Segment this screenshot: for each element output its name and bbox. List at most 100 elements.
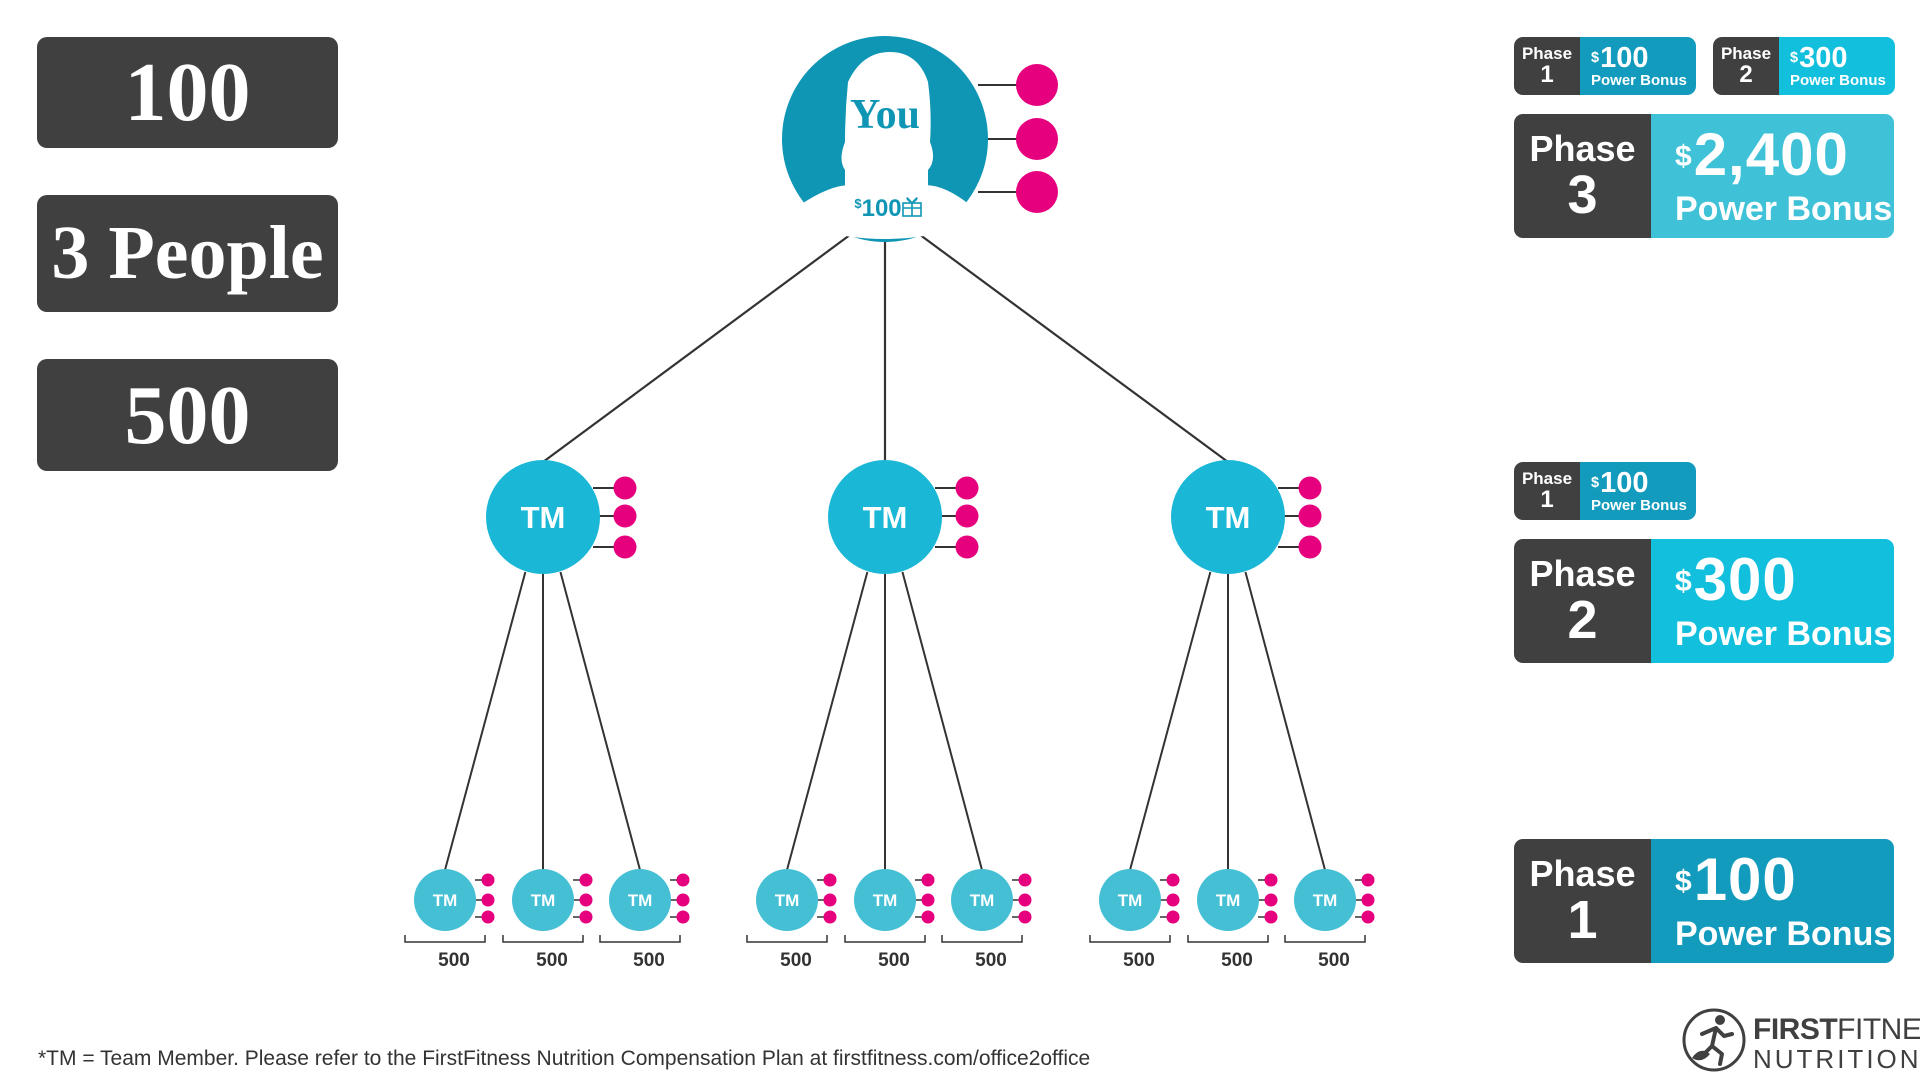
bonus-amount: $300 bbox=[1675, 549, 1894, 611]
currency-symbol: $ bbox=[1790, 50, 1799, 67]
bonus-label: Power Bonus bbox=[1675, 615, 1893, 653]
phase-3-card: Phase 3 $2,400 Power Bonus bbox=[1514, 114, 1894, 238]
phase-number: 3 bbox=[1567, 165, 1598, 225]
tree-connector-lines bbox=[444, 84, 1368, 918]
tree-connector-line bbox=[1129, 571, 1212, 871]
currency-symbol: $ bbox=[1675, 139, 1693, 173]
leaf-team-member-node bbox=[1294, 869, 1356, 931]
team-member-node bbox=[1171, 460, 1285, 574]
leaf-team-member-node bbox=[1197, 869, 1259, 931]
recruit-dot bbox=[1018, 873, 1032, 887]
leaf-volume-label: 500 bbox=[1221, 950, 1253, 971]
volume-bracket bbox=[746, 935, 828, 943]
recruit-dot bbox=[481, 910, 495, 924]
tree-connector-line bbox=[786, 571, 869, 871]
bonus-block: $100 Power Bonus bbox=[1651, 839, 1894, 963]
recruit-dot bbox=[955, 535, 979, 559]
logo-word-fitness: FITNESS bbox=[1837, 1013, 1920, 1046]
phase-word: Phase bbox=[1720, 44, 1772, 63]
amount-value: 100 bbox=[1600, 41, 1649, 74]
recruit-dot bbox=[676, 910, 690, 924]
leaf-team-member-node bbox=[1099, 869, 1161, 931]
runner-logo-icon bbox=[1682, 1008, 1746, 1072]
recruit-dot bbox=[955, 476, 979, 500]
recruit-dot bbox=[1018, 910, 1032, 924]
volume-bracket bbox=[502, 935, 584, 943]
recruit-dot bbox=[1016, 64, 1058, 106]
volume-bracket bbox=[1284, 935, 1366, 943]
tree-connector-line bbox=[542, 208, 886, 463]
bonus-block: $100 Power Bonus bbox=[1580, 462, 1696, 520]
bonus-block: $300 Power Bonus bbox=[1779, 37, 1895, 95]
bonus-amount: $100 bbox=[1591, 41, 1696, 74]
bonus-label: Power Bonus bbox=[1591, 496, 1687, 514]
recruit-dot bbox=[1166, 910, 1180, 924]
phase-word: Phase bbox=[1529, 853, 1636, 894]
tree-connector-line bbox=[901, 571, 983, 871]
recruit-dot bbox=[579, 873, 593, 887]
leaf-team-member-label: TM bbox=[1313, 891, 1338, 910]
bonus-block: $300 Power Bonus bbox=[1651, 539, 1894, 663]
phase-word: Phase bbox=[1529, 128, 1636, 169]
stat-value: 3 People bbox=[51, 211, 324, 295]
amount-value: 100 bbox=[1693, 846, 1797, 913]
recruit-dot bbox=[1361, 873, 1375, 887]
recruit-dot bbox=[676, 893, 690, 907]
volume-bracket bbox=[1089, 935, 1171, 943]
volume-bracket bbox=[599, 935, 681, 943]
logo-wordmark-line2: NUTRITION® bbox=[1753, 1044, 1920, 1075]
phase-label-block: Phase 1 bbox=[1514, 462, 1580, 520]
bonus-label: Power Bonus bbox=[1675, 915, 1893, 953]
amount-value: 300 bbox=[1693, 546, 1797, 613]
logo-word-nutrition: NUTRITION bbox=[1753, 1044, 1920, 1074]
leaf-volume-label: 500 bbox=[878, 950, 910, 971]
recruit-dot bbox=[481, 893, 495, 907]
leaf-team-member-label: TM bbox=[433, 891, 458, 910]
team-member-label: TM bbox=[521, 500, 566, 535]
recruit-dot bbox=[1016, 118, 1058, 160]
stat-box-people: 3 People bbox=[37, 195, 338, 312]
leaf-volume-label: 500 bbox=[633, 950, 665, 971]
phase-word: Phase bbox=[1521, 44, 1573, 63]
amount-value: 2,400 bbox=[1693, 121, 1849, 188]
stat-value: 500 bbox=[124, 368, 251, 462]
recruit-dot bbox=[921, 873, 935, 887]
logo-word-first: FIRST bbox=[1753, 1013, 1838, 1046]
tree-connector-line bbox=[559, 571, 641, 871]
team-member-label: TM bbox=[863, 500, 908, 535]
stat-box-100: 100 bbox=[37, 37, 338, 148]
logo-wordmark-line1: FIRSTFITNESS bbox=[1753, 1013, 1920, 1047]
firstfitness-logo: FIRSTFITNESS NUTRITION® bbox=[1680, 1004, 1920, 1076]
recruit-dot bbox=[613, 476, 637, 500]
recruit-dot bbox=[1264, 910, 1278, 924]
volume-bracket bbox=[1187, 935, 1269, 943]
recruit-dot bbox=[955, 504, 979, 528]
recruit-dot bbox=[1361, 910, 1375, 924]
recruit-dot bbox=[579, 910, 593, 924]
stat-value: 100 bbox=[124, 46, 251, 139]
recruit-dot bbox=[613, 504, 637, 528]
team-member-node bbox=[486, 460, 600, 574]
bonus-block: $100 Power Bonus bbox=[1580, 37, 1696, 95]
phase-1-card: Phase 1 $100 Power Bonus bbox=[1514, 839, 1894, 963]
bonus-amount: $300 bbox=[1790, 43, 1895, 73]
recruit-dot bbox=[613, 535, 637, 559]
phase-number: 2 bbox=[1739, 61, 1753, 88]
leaf-team-member-label: TM bbox=[873, 891, 898, 910]
team-member-label: TM bbox=[1206, 500, 1251, 535]
phase-label-block: Phase 1 bbox=[1514, 37, 1580, 95]
leaf-team-member-node bbox=[854, 869, 916, 931]
phase-label-block: Phase 3 bbox=[1514, 114, 1651, 238]
phase-label-block: Phase 1 bbox=[1514, 839, 1651, 963]
bonus-label: Power Bonus bbox=[1675, 190, 1893, 228]
currency-symbol: $ bbox=[1675, 564, 1693, 598]
leaf-volume-label: 500 bbox=[1318, 950, 1350, 971]
leaf-team-member-label: TM bbox=[775, 891, 800, 910]
recruit-dot bbox=[921, 910, 935, 924]
currency-symbol: $ bbox=[1591, 50, 1600, 67]
phase-1-mini-card-middle: Phase 1 $100 Power Bonus bbox=[1514, 462, 1696, 520]
stat-box-500: 500 bbox=[37, 359, 338, 471]
tree-connector-line bbox=[1244, 571, 1326, 871]
